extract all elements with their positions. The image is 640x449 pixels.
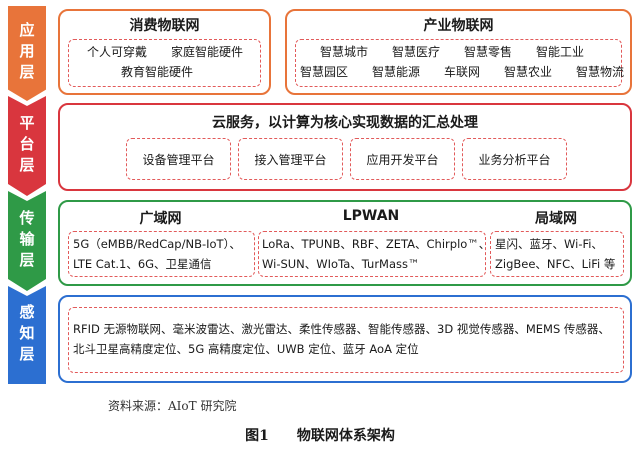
platform-item-access-management: 接入管理平台	[238, 138, 343, 180]
consumer-iot-items-box: 个人可穿戴 家庭智能硬件 教育智能硬件	[68, 39, 261, 87]
perception-line-1: RFID 无源物联网、毫米波雷达、激光雷达、柔性传感器、智能传感器、3D 视觉传…	[73, 322, 610, 336]
platform-item-app-development: 应用开发平台	[350, 138, 455, 180]
lpwan-line-1: LoRa、TPUNB、RBF、ZETA、Chirplo™、	[262, 237, 491, 251]
application-layer-label: 应用层	[17, 22, 36, 85]
platform-layer-badge: 平台层	[8, 96, 46, 196]
wan-title: 广域网	[139, 211, 182, 227]
perception-items-box: RFID 无源物联网、毫米波雷达、激光雷达、柔性传感器、智能传感器、3D 视觉传…	[68, 307, 624, 373]
consumer-iot-line-2: 教育智能硬件	[121, 65, 194, 79]
lan-line-1: 星闪、蓝牙、Wi-Fi、	[495, 237, 603, 251]
lan-items-box: 星闪、蓝牙、Wi-Fi、 ZigBee、NFC、LiFi 等	[490, 231, 624, 277]
consumer-iot-line-1: 个人可穿戴 家庭智能硬件	[87, 45, 244, 59]
industrial-iot-items-box: 智慧城市 智慧医疗 智慧零售 智能工业 智慧园区 智慧能源 车联网 智慧农业 智…	[295, 39, 625, 87]
industrial-iot-title: 产业物联网	[423, 18, 494, 34]
transport-layer-badge: 传输层	[8, 191, 46, 291]
lpwan-title: LPWAN	[342, 208, 400, 224]
industrial-iot-panel: 产业物联网 智慧城市 智慧医疗 智慧零售 智能工业 智慧园区 智慧能源 车联网 …	[285, 9, 632, 95]
perception-line-2: 北斗卫星高精度定位、5G 高精度定位、UWB 定位、蓝牙 AoA 定位	[73, 342, 419, 356]
wan-line-1: 5G（eMBB/RedCap/NB-IoT）、	[73, 237, 241, 251]
perception-layer-label: 感知层	[17, 303, 36, 367]
lpwan-line-2: Wi-SUN、WIoTa、TurMass™	[262, 257, 420, 271]
transport-layer-panel: 广域网 5G（eMBB/RedCap/NB-IoT）、 LTE Cat.1、6G…	[58, 200, 632, 286]
consumer-iot-panel: 消费物联网 个人可穿戴 家庭智能硬件 教育智能硬件	[58, 9, 271, 95]
platform-item-device-management: 设备管理平台	[126, 138, 231, 180]
wan-items-box: 5G（eMBB/RedCap/NB-IoT）、 LTE Cat.1、6G、卫星通…	[68, 231, 255, 277]
platform-layer-title: 云服务，以计算为核心实现数据的汇总处理	[212, 115, 478, 131]
perception-layer-badge: 感知层	[8, 286, 46, 384]
lpwan-items-box: LoRa、TPUNB、RBF、ZETA、Chirplo™、 Wi-SUN、WIo…	[258, 231, 490, 277]
lan-line-2: ZigBee、NFC、LiFi 等	[495, 257, 616, 271]
transport-layer-label: 传输层	[17, 209, 36, 273]
wan-line-2: LTE Cat.1、6G、卫星通信	[73, 257, 212, 271]
source-note: 资料来源：AIoT 研究院	[108, 399, 237, 413]
lan-title: 局域网	[535, 211, 577, 227]
industrial-iot-line-2: 智慧园区 智慧能源 车联网 智慧农业 智慧物流	[300, 65, 625, 79]
application-layer-badge: 应用层	[8, 6, 46, 101]
platform-layer-panel: 云服务，以计算为核心实现数据的汇总处理 设备管理平台 接入管理平台 应用开发平台…	[58, 103, 632, 191]
industrial-iot-line-1: 智慧城市 智慧医疗 智慧零售 智能工业	[320, 45, 585, 59]
consumer-iot-title: 消费物联网	[129, 18, 200, 34]
figure-caption: 图1 物联网体系架构	[245, 428, 395, 444]
platform-layer-label: 平台层	[17, 114, 36, 178]
platform-item-business-analytics: 业务分析平台	[462, 138, 567, 180]
perception-layer-panel: RFID 无源物联网、毫米波雷达、激光雷达、柔性传感器、智能传感器、3D 视觉传…	[58, 295, 632, 383]
